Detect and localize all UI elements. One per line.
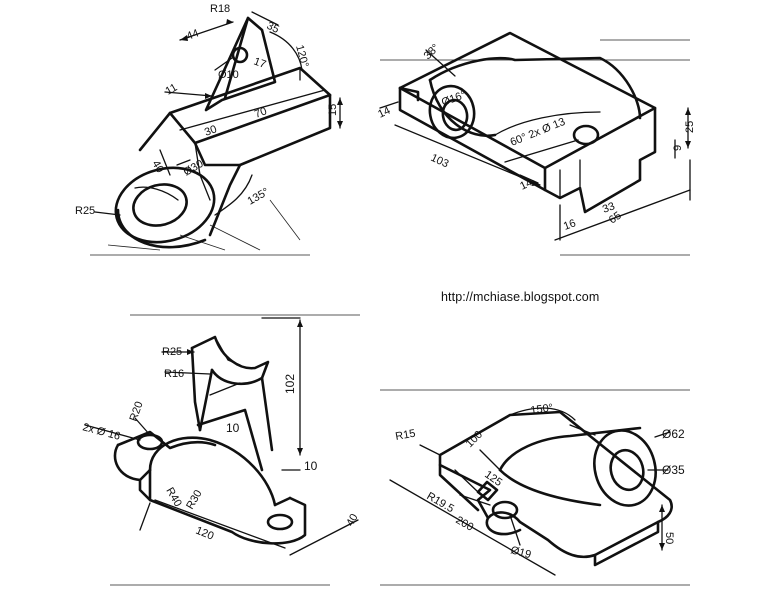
watermark-url: http://mchiase.blogspot.com	[441, 290, 600, 304]
part4-hatch-bg	[380, 389, 690, 586]
part1-dim-35: 35	[265, 20, 281, 36]
part2-dim-9: 9	[672, 145, 684, 151]
part3-dim-10-rib: 10	[226, 421, 240, 435]
part4-dim-150deg: 150°	[530, 402, 554, 417]
part3-dim-102: 102	[283, 374, 297, 394]
part2-dim-25: 25	[684, 121, 696, 133]
part4-dimensions	[389, 407, 671, 576]
part1-dim-30: 30	[203, 123, 219, 138]
part1-dimensions	[94, 11, 343, 216]
part1-dim-17: 17	[252, 56, 268, 71]
part1-bracket: R18 44 35 Ø10 17 120° 11 70 15 30 40 Ø30…	[75, 3, 343, 256]
part1-dim-120deg: 120°	[293, 44, 310, 69]
part4-dim-d19: Ø19	[509, 544, 532, 561]
part3-dim-2x-d16: 2x Ø 16	[81, 421, 121, 443]
part3-dim-r30: R30	[184, 488, 204, 511]
part4-dim-r15: R15	[394, 428, 416, 443]
part3-dim-10-base: 10	[304, 459, 318, 473]
part3-hatch-bg	[110, 314, 360, 586]
part3-dim-r20: R20	[128, 400, 146, 423]
part1-dim-135deg: 135°	[246, 186, 272, 208]
part2-dim-65: 65	[607, 210, 624, 227]
part1-dim-d10: Ø10	[218, 69, 239, 81]
part2-dim-33: 33	[601, 200, 617, 215]
part1-dim-r25: R25	[75, 205, 95, 217]
part3-support: R25 R16 102 R20 2x Ø 16 10 10 R40 R30 12…	[81, 314, 361, 586]
part3-dim-120: 120	[194, 525, 216, 543]
part3-dim-40: 40	[344, 512, 361, 529]
part3-dimensions	[84, 317, 359, 556]
part2-dim-103: 103	[429, 152, 451, 171]
part4-dim-r19-5: R19.5	[425, 490, 456, 515]
part1-hatch-bg	[90, 199, 310, 256]
part3-dim-r25: R25	[162, 346, 182, 358]
part2-dim-16: 16	[562, 217, 578, 232]
part2-hatch-bg	[380, 39, 690, 256]
part2-dim-14-bottom: 14	[518, 177, 534, 193]
part4-dim-200: 200	[454, 514, 476, 534]
part2-dim-60deg-2x-d13: 60° 2x Ø 13	[509, 116, 567, 149]
part4-dim-50: 50	[663, 532, 675, 544]
part1-dim-70: 70	[253, 105, 269, 120]
part4-dim-d35: Ø35	[662, 463, 685, 477]
part4-dim-d62: Ø62	[662, 427, 685, 441]
part1-dim-40: 40	[149, 159, 166, 176]
part1-dim-11: 11	[164, 81, 180, 97]
part2-dim-14-left: 14	[376, 105, 392, 121]
part3-dim-r16: R16	[164, 368, 184, 380]
part2-block: 38° 14 Ø16° 103 60° 2x Ø 13 14 25 9 33 1…	[376, 31, 696, 256]
part1-dim-15: 15	[327, 104, 339, 116]
part1-dim-r18: R18	[210, 3, 230, 15]
part1-dim-44: 44	[185, 27, 201, 42]
part2-dim-38deg: 38°	[422, 42, 442, 62]
part2-dimensions	[379, 49, 691, 241]
part4-plate: 150° Ø62 R15 100 Ø35 125 R19.5 200 Ø19 5…	[380, 389, 690, 586]
